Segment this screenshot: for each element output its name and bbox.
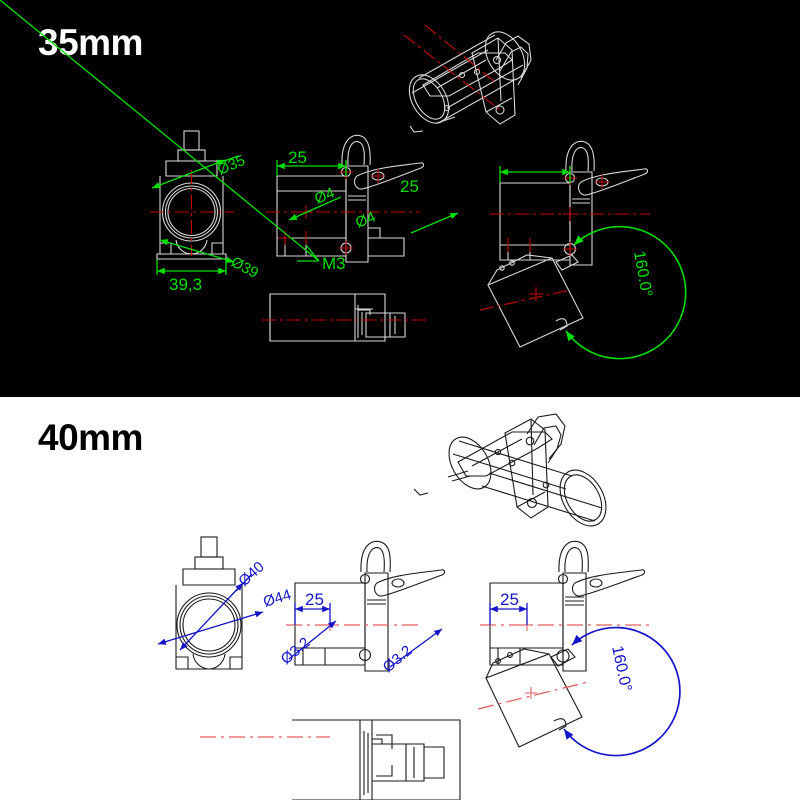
dim-rotation-angle-40: 160.0° bbox=[608, 644, 634, 693]
dim-hole-spacing-right-40: 25 bbox=[500, 590, 519, 609]
drawing-canvas-40mm: Ø40 Ø44 25 25 Ø3.2 Ø3.2 160.0° bbox=[157, 413, 681, 800]
dim-hole-spacing-left-40: 25 bbox=[305, 590, 324, 609]
dimension-labels-35mm: Ø35 Ø39 39,3 25 25 Ø4 Ø4 M3 160.0° bbox=[169, 148, 655, 298]
dim-hole-spacing-left-35: 25 bbox=[288, 148, 307, 167]
dimensions-40mm bbox=[157, 573, 681, 757]
top-section-view-35mm bbox=[269, 293, 406, 342]
panel-title-40mm: 40mm bbox=[38, 417, 143, 458]
top-section-view-40mm bbox=[292, 719, 461, 800]
dim-overall-width-35: 39,3 bbox=[169, 275, 202, 294]
isometric-view-35mm bbox=[408, 31, 532, 133]
centerline-crosses-40mm bbox=[324, 619, 537, 699]
right-side-view-35mm bbox=[499, 140, 649, 266]
front-view-40mm bbox=[175, 536, 243, 670]
dim-hole-diameter-right-35: Ø4 bbox=[353, 208, 378, 231]
panel-title-35mm: 35mm bbox=[38, 22, 143, 63]
dimensions-35mm bbox=[0, 0, 687, 360]
drawing-canvas-35mm: Ø35 Ø39 39,3 25 25 Ø4 Ø4 M3 160.0° bbox=[0, 0, 687, 360]
dim-hole-diameter-left-40: Ø3.2 bbox=[278, 634, 314, 668]
panel-35mm: 35mm bbox=[0, 0, 800, 397]
geometry-group-40mm bbox=[175, 413, 646, 800]
dim-thread-callout-35: M3 bbox=[322, 254, 346, 273]
dim-outer-diameter-40: Ø44 bbox=[261, 586, 293, 611]
dim-rotation-angle-35: 160.0° bbox=[630, 250, 655, 299]
left-side-view-40mm bbox=[294, 540, 446, 672]
dim-hole-diameter-left-35: Ø4 bbox=[312, 184, 337, 207]
dim-hole-spacing-right-35: 25 bbox=[400, 177, 419, 196]
dim-outer-diameter-35: Ø39 bbox=[228, 254, 261, 282]
dim-bore-diameter-35: Ø35 bbox=[215, 152, 248, 179]
dim-hole-diameter-right-40: Ø3.2 bbox=[380, 642, 416, 676]
isometric-view-40mm bbox=[413, 413, 607, 527]
panel-40mm: 40mm bbox=[0, 397, 800, 800]
